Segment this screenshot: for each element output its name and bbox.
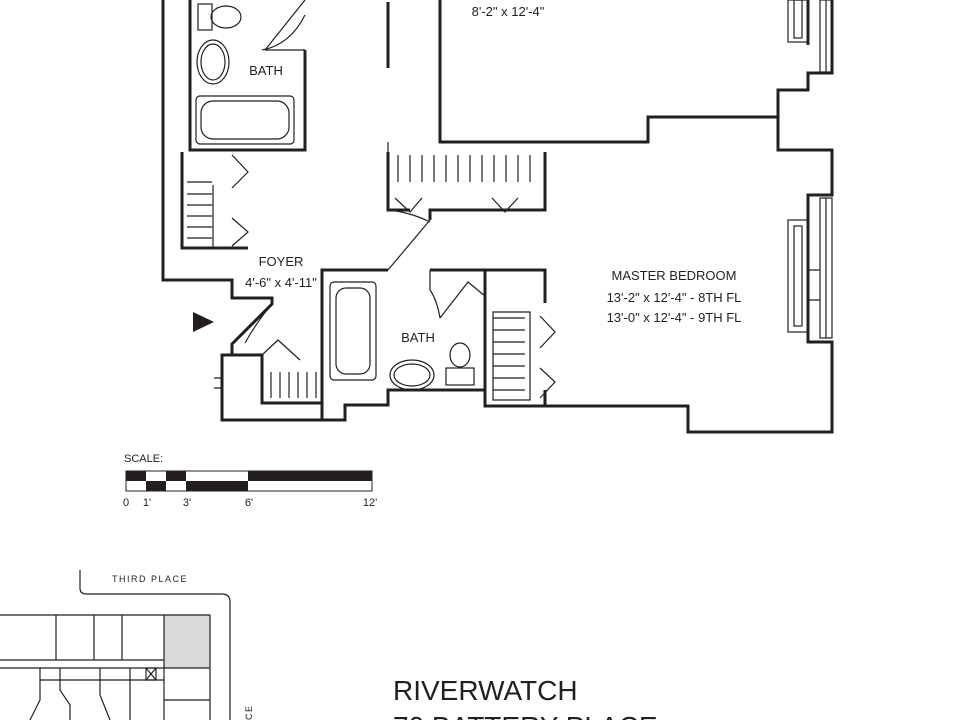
- scale-label: SCALE:: [124, 453, 163, 465]
- bedroom-closet-side: [485, 268, 556, 406]
- foyer-label: FOYER: [259, 254, 304, 269]
- top-room-dims: 8'-2" x 12'-4": [472, 4, 545, 19]
- top-bathtub: [195, 95, 295, 145]
- window-top-right: [787, 0, 833, 73]
- scale-tick-3: 3': [183, 497, 191, 509]
- scale-tick-0: 0: [123, 497, 129, 509]
- closet-shelves: [187, 181, 212, 239]
- highlighted-unit: [164, 615, 210, 668]
- lower-sink: [389, 359, 435, 391]
- top-toilet-bowl: [210, 5, 242, 29]
- scale-tick-6: 6': [245, 497, 253, 509]
- top-toilet-tank: [197, 3, 213, 31]
- master-bedroom-label: MASTER BEDROOM: [612, 268, 737, 283]
- site-plan: THIRD PLACE CE: [0, 570, 254, 720]
- master-bedroom-dims-8th: 13'-2" x 12'-4" - 8TH FL: [607, 290, 742, 305]
- window-bedroom: [787, 197, 833, 339]
- lower-bathtub: [329, 281, 377, 381]
- top-bath: BATH: [188, 0, 307, 152]
- master-bedroom-dims-9th: 13'-0" x 12'-4" - 9TH FL: [607, 310, 742, 325]
- scale-tick-1: 1': [143, 497, 151, 509]
- foyer-dims: 4'-6" x 4'-11": [245, 275, 317, 290]
- entry-arrow-icon: [193, 312, 214, 332]
- building-address: 70 BATTERY PLACE: [393, 711, 658, 720]
- building-name: RIVERWATCH: [393, 675, 578, 706]
- lower-closet: [214, 339, 324, 405]
- street-third-place: THIRD PLACE: [112, 574, 188, 584]
- bedroom-closet-top: [386, 142, 547, 223]
- street-side: CE: [244, 704, 254, 720]
- top-bath-label: BATH: [249, 63, 283, 78]
- lower-bath-label: BATH: [401, 330, 435, 345]
- top-sink: [196, 39, 230, 85]
- scale-bar: SCALE: 0 1' 3' 6' 12': [123, 453, 377, 509]
- lower-toilet-tank: [445, 367, 475, 386]
- lower-toilet-bowl: [449, 342, 471, 368]
- foyer-closet: [180, 152, 249, 250]
- scale-tick-12: 12': [363, 497, 377, 509]
